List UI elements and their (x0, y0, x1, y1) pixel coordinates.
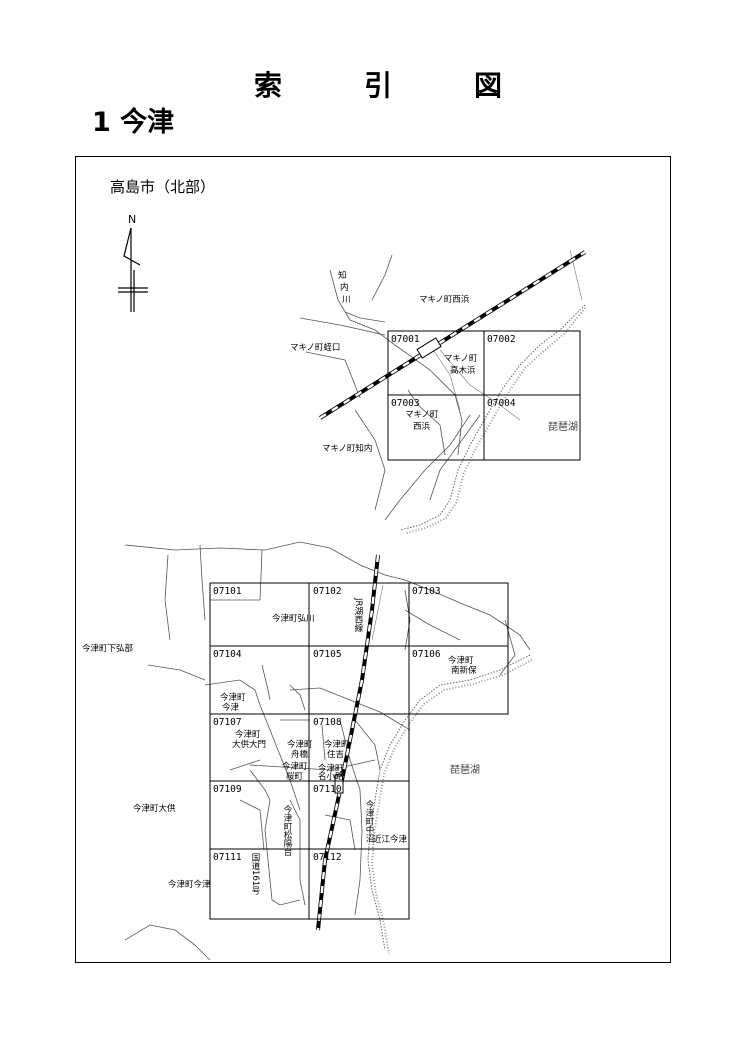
sheet-07108: 07108 (313, 717, 342, 728)
sheet-07103: 07103 (412, 586, 441, 597)
place-label: 今津町 (318, 763, 344, 774)
place-label: 今津町今津 (168, 879, 211, 890)
north-label: N (128, 213, 136, 226)
place-label: マキノ町 (444, 354, 478, 364)
place-label: 今津 (222, 702, 240, 713)
place-label: 名小路 (318, 771, 344, 782)
sheet-07002: 07002 (487, 334, 516, 345)
place-label: 今津町 (324, 739, 350, 750)
place-label: 今津町 (448, 655, 474, 666)
map-frame (75, 156, 671, 963)
river-label: 川 (342, 295, 351, 305)
page-title: 索 引 図 (0, 64, 750, 104)
sheet-07110: 07110 (313, 784, 342, 795)
place-label: 高木浜 (450, 365, 476, 376)
sheet-07102: 07102 (313, 586, 342, 597)
sheet-07106: 07106 (412, 649, 441, 660)
sheet-07104: 07104 (213, 649, 242, 660)
sheet-07001: 07001 (391, 334, 420, 345)
place-label: 今津町中沼 (364, 799, 374, 843)
river-label: 知 (338, 270, 347, 281)
place-label: 今津町弘川 (272, 613, 315, 624)
place-label: 今津町 (235, 729, 261, 740)
lake-label: 琵琶湖 (548, 421, 578, 433)
sheet-07101: 07101 (213, 586, 242, 597)
sheet-07107: 07107 (213, 717, 242, 728)
south-map: 07101 07102 07103 07104 07105 07106 0710… (82, 541, 533, 961)
sheet-07109: 07109 (213, 784, 242, 795)
place-label: 今津町 (220, 692, 246, 703)
section-title: 1 今津 (92, 107, 175, 138)
place-label: 舟橋 (291, 749, 309, 760)
place-label: 桜町 (286, 771, 304, 782)
sheet-07105: 07105 (313, 649, 342, 660)
sheet-07003: 07003 (391, 398, 420, 409)
place-label: 大供大門 (232, 739, 266, 750)
sheet-07111: 07111 (213, 852, 242, 863)
sheet-07112: 07112 (313, 852, 342, 863)
title-char-1: 索 (254, 69, 283, 102)
river-label: 内 (340, 282, 349, 293)
place-label: 住吉 (327, 749, 344, 760)
title-char-3: 図 (474, 69, 503, 102)
place-label: 今津町 (287, 739, 313, 750)
north-map: 07001 07002 07003 07004 マキノ町西浜 マキノ町蛭口 マキ… (290, 249, 587, 534)
place-label: マキノ町蛭口 (290, 342, 340, 353)
place-label: 西浜 (413, 421, 431, 432)
lake-label: 琵琶湖 (450, 764, 480, 776)
place-label: 今津町松陽台 (282, 804, 292, 857)
region-label: 高島市（北部） (110, 178, 216, 196)
north-arrow-icon: N (118, 213, 148, 312)
sheet-07004: 07004 (487, 398, 516, 409)
place-label: マキノ町西浜 (419, 294, 470, 305)
rail-label: JR湖西線 (353, 597, 363, 632)
route-label: 国道161号 (250, 853, 260, 896)
place-label: 今津町大供 (133, 803, 176, 814)
place-label: マキノ町知内 (322, 443, 372, 454)
title-char-2: 引 (364, 69, 393, 102)
station-label: 近江今津 (373, 834, 408, 845)
place-label: 今津町 (282, 761, 308, 772)
place-label: 今津町下弘部 (82, 643, 134, 654)
place-label: 南新保 (451, 665, 477, 676)
place-label: マキノ町 (405, 410, 439, 420)
